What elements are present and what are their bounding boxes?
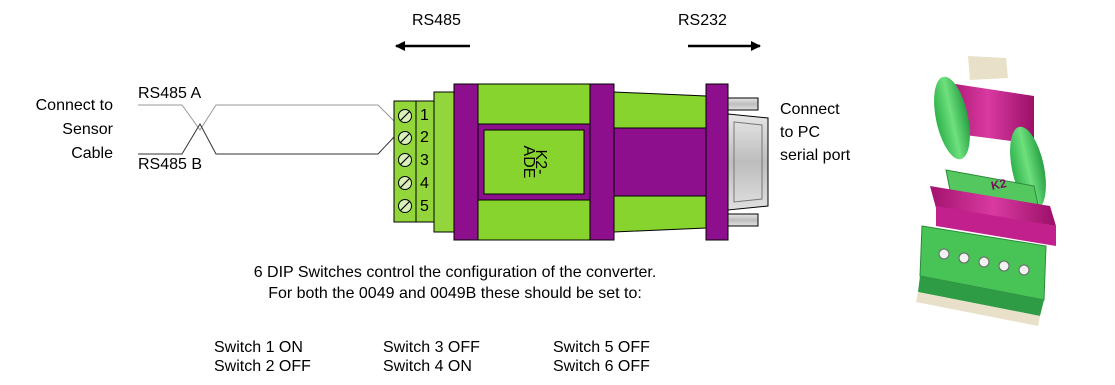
terminal-number-5: 5 [420,198,429,215]
switch-1-setting: Switch 1 ON [214,339,303,356]
pc-port-line1: Connect [780,101,840,118]
terminal-number-4: 4 [420,175,429,192]
switch-6-setting: Switch 6 OFF [553,358,650,375]
rs485-wires [138,104,395,155]
terminal-block [393,100,435,223]
terminal-number-1: 1 [420,107,429,124]
terminal-number-2: 2 [420,129,429,146]
wire-a-label: RS485 A [138,85,202,102]
connect-sensor-line3: Cable [71,145,113,162]
converter-photo [916,56,1056,326]
rs485-direction-label: RS485 [412,12,461,29]
photo-brand-text: K2 [990,176,1008,193]
connect-sensor-line1: Connect to [35,97,113,114]
rs232-direction-label: RS232 [678,12,727,29]
connect-sensor-line2: Sensor [62,121,113,138]
terminal-number-3: 3 [420,152,429,169]
converter-label: K2- ADE [520,132,549,192]
terminal-screws [398,109,412,213]
instruction-line1: 6 DIP Switches control the configuration… [253,264,657,281]
wire-b-label: RS485 B [138,156,203,173]
switch-4-setting: Switch 4 ON [383,358,472,375]
instruction-line2: For both the 0049 and 0049B these should… [268,285,642,302]
switch-5-setting: Switch 5 OFF [553,339,650,356]
pc-port-line2: to PC [780,124,821,141]
switch-2-setting: Switch 2 OFF [214,358,311,375]
converter-body [433,83,729,241]
converter-label-line2: ADE [520,145,537,179]
db9-connector [727,97,769,227]
switch-3-setting: Switch 3 OFF [383,339,480,356]
pc-port-line3: serial port [780,147,851,164]
